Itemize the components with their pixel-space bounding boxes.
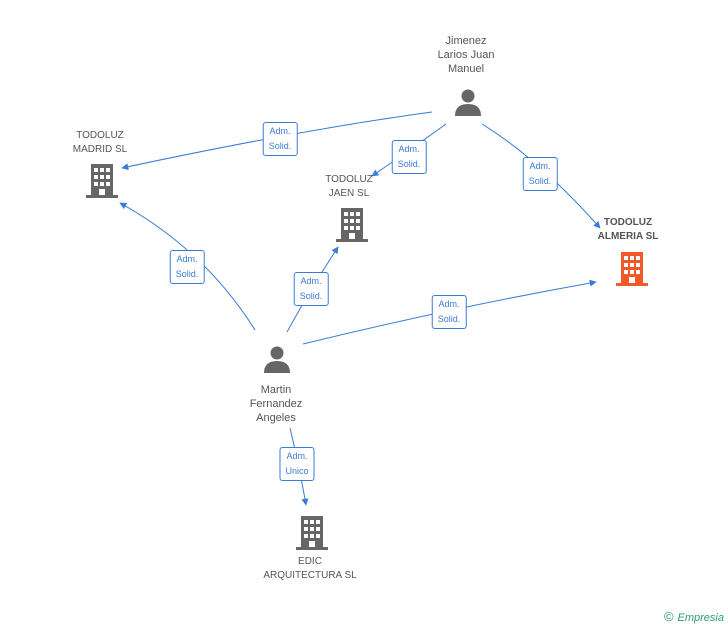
edge-label-jimenez-jaen[interactable]: Adm. Solid. (391, 140, 427, 174)
edge-label-martin-almeria[interactable]: Adm. Solid. (431, 295, 467, 329)
edge-label-martin-jaen[interactable]: Adm. Solid. (293, 272, 329, 306)
person-icon[interactable] (454, 88, 482, 116)
company-name-madrid[interactable]: TODOLUZ MADRID SL (72, 130, 128, 155)
edge-label-jimenez-madrid[interactable]: Adm. Solid. (262, 122, 298, 156)
company-name-edic[interactable]: EDIC ARQUITECTURA SL (263, 556, 357, 581)
edge-label-jimenez-almeria[interactable]: Adm. Solid. (522, 157, 558, 191)
brand-watermark: ©Empresia (664, 609, 724, 624)
brand-name: Empresia (677, 612, 724, 624)
building-icon[interactable] (336, 208, 368, 242)
copyright-icon: © (663, 609, 674, 624)
company-name-almeria[interactable]: TODOLUZ ALMERIA SL (597, 217, 659, 242)
company-name-jaen[interactable]: TODOLUZ JAEN SL (325, 174, 373, 199)
building-icon[interactable] (296, 516, 328, 550)
edge-label-martin-madrid[interactable]: Adm. Solid. (169, 250, 205, 284)
person-icon[interactable] (263, 345, 291, 373)
edge-label-martin-edic[interactable]: Adm. Unico (279, 447, 315, 481)
building-icon[interactable] (616, 252, 648, 286)
building-icon[interactable] (86, 164, 118, 198)
person-name-jimenez[interactable]: Jimenez Larios Juan Manuel (437, 35, 495, 75)
person-name-martin[interactable]: Martin Fernandez Angeles (249, 384, 303, 424)
